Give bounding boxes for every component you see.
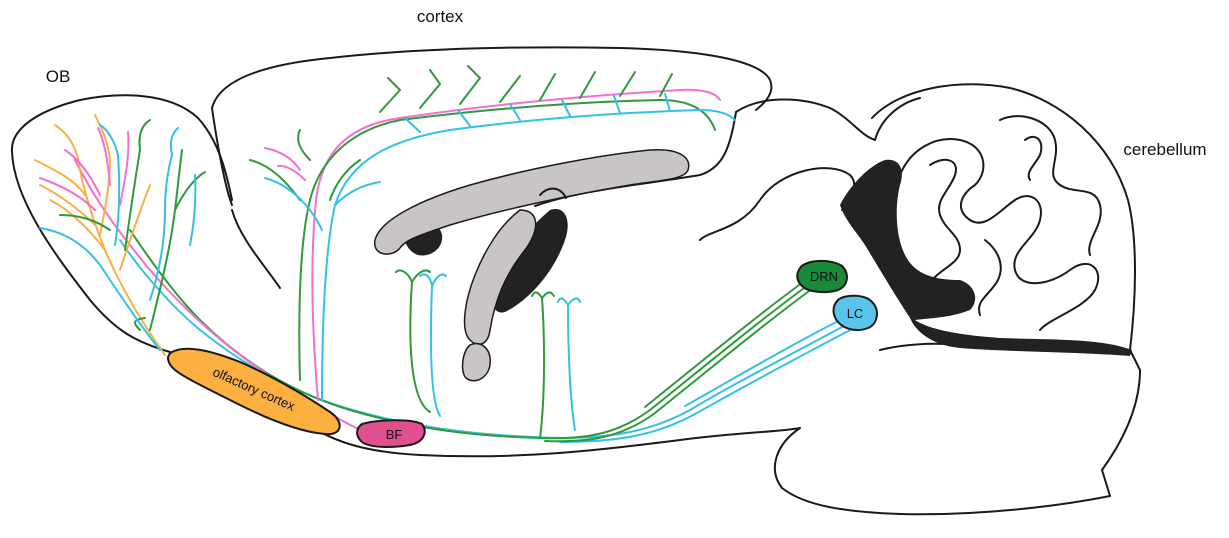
green-cortex-branches: [380, 66, 672, 112]
pink-cortex-branches: [265, 148, 305, 180]
green-ob-fibers: [60, 120, 205, 330]
lc-fiber-3: [685, 314, 852, 406]
drn-label: DRN: [810, 269, 838, 284]
olfactory-cortex-region: olfactory cortex: [168, 349, 340, 434]
cyan-frontal-branches: [265, 178, 380, 230]
green-ascending-1: [532, 292, 554, 438]
folia-4: [1025, 137, 1041, 180]
rhinal-notch: [232, 210, 280, 288]
drn-region: DRN: [797, 261, 847, 292]
folia-3: [1000, 116, 1101, 255]
olfactory-tubercle-gray: [463, 344, 491, 381]
cortex-label: cortex: [417, 7, 464, 26]
folia-5: [979, 240, 1001, 315]
orange-ob-fibers: [35, 115, 165, 355]
bf-region: BF: [357, 420, 425, 447]
green-ascending-2: [396, 270, 430, 412]
folia-2: [930, 160, 960, 285]
bf-label: BF: [386, 427, 403, 442]
lc-region: LC: [834, 296, 877, 330]
lc-label: LC: [847, 306, 864, 321]
cyan-ascending-1: [558, 298, 580, 430]
arbor-vitae: [840, 160, 1132, 356]
ob-label: OB: [46, 67, 71, 86]
cyan-ob-fibers: [40, 125, 195, 350]
thalamus-contour: [700, 168, 854, 240]
cerebellum-label: cerebellum: [1123, 140, 1206, 159]
cyan-ascending-2: [420, 274, 446, 416]
